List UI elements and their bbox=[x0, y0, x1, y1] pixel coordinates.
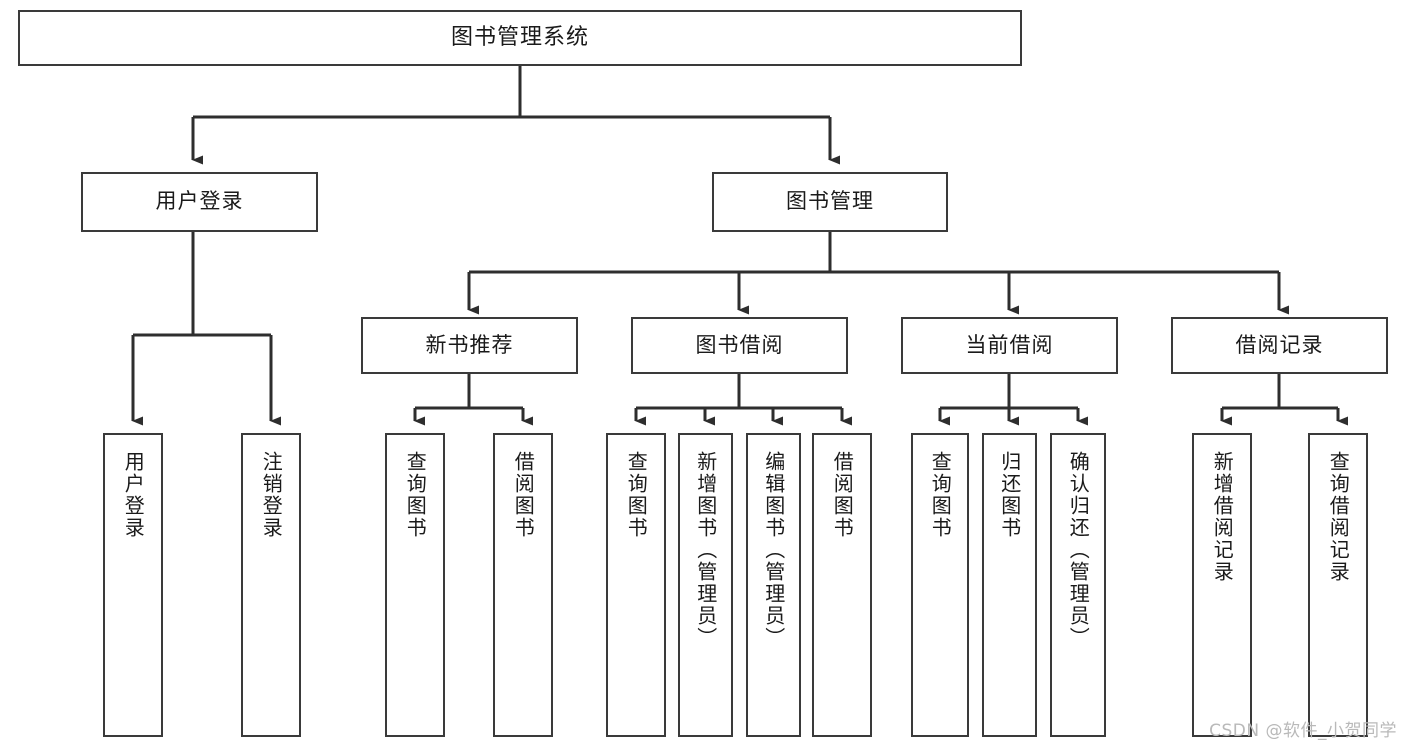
leaf-add-book-admin[interactable]: 新增图书（管理员） bbox=[678, 433, 733, 737]
node-borrow-record[interactable]: 借阅记录 bbox=[1171, 317, 1388, 374]
leaf-new-book-query[interactable]: 查询图书 bbox=[385, 433, 445, 737]
leaf-borrow-book[interactable]: 借阅图书 bbox=[812, 433, 872, 737]
leaf-label: 归还图书 bbox=[997, 451, 1022, 539]
node-user-login[interactable]: 用户登录 bbox=[81, 172, 318, 232]
node-current-borrow[interactable]: 当前借阅 bbox=[901, 317, 1118, 374]
leaf-current-query-book[interactable]: 查询图书 bbox=[911, 433, 969, 737]
leaf-label: 新增借阅记录 bbox=[1210, 451, 1235, 583]
leaf-label: 查询借阅记录 bbox=[1326, 451, 1351, 583]
node-book-borrow[interactable]: 图书借阅 bbox=[631, 317, 848, 374]
leaf-label: 查询图书 bbox=[624, 451, 649, 539]
leaf-query-borrow-record[interactable]: 查询借阅记录 bbox=[1308, 433, 1368, 737]
leaf-label: 查询图书 bbox=[928, 451, 953, 539]
leaf-label: 查询图书 bbox=[403, 451, 428, 539]
leaf-edit-book-admin[interactable]: 编辑图书（管理员） bbox=[746, 433, 801, 737]
leaf-label: 借阅图书 bbox=[830, 451, 855, 539]
node-root-system[interactable]: 图书管理系统 bbox=[18, 10, 1022, 66]
leaf-new-book-borrow[interactable]: 借阅图书 bbox=[493, 433, 553, 737]
leaf-label: 用户登录 bbox=[121, 451, 146, 539]
leaf-label: 确认归还（管理员） bbox=[1066, 451, 1091, 649]
leaf-label: 新增图书（管理员） bbox=[693, 451, 718, 649]
node-book-management[interactable]: 图书管理 bbox=[712, 172, 948, 232]
leaf-borrow-query-book[interactable]: 查询图书 bbox=[606, 433, 666, 737]
node-new-book-recommend[interactable]: 新书推荐 bbox=[361, 317, 578, 374]
leaf-logout[interactable]: 注销登录 bbox=[241, 433, 301, 737]
leaf-user-login[interactable]: 用户登录 bbox=[103, 433, 163, 737]
leaf-label: 注销登录 bbox=[259, 451, 284, 539]
leaf-label: 编辑图书（管理员） bbox=[761, 451, 786, 649]
leaf-return-book[interactable]: 归还图书 bbox=[982, 433, 1037, 737]
leaf-confirm-return-admin[interactable]: 确认归还（管理员） bbox=[1050, 433, 1106, 737]
leaf-label: 借阅图书 bbox=[511, 451, 536, 539]
leaf-add-borrow-record[interactable]: 新增借阅记录 bbox=[1192, 433, 1252, 737]
